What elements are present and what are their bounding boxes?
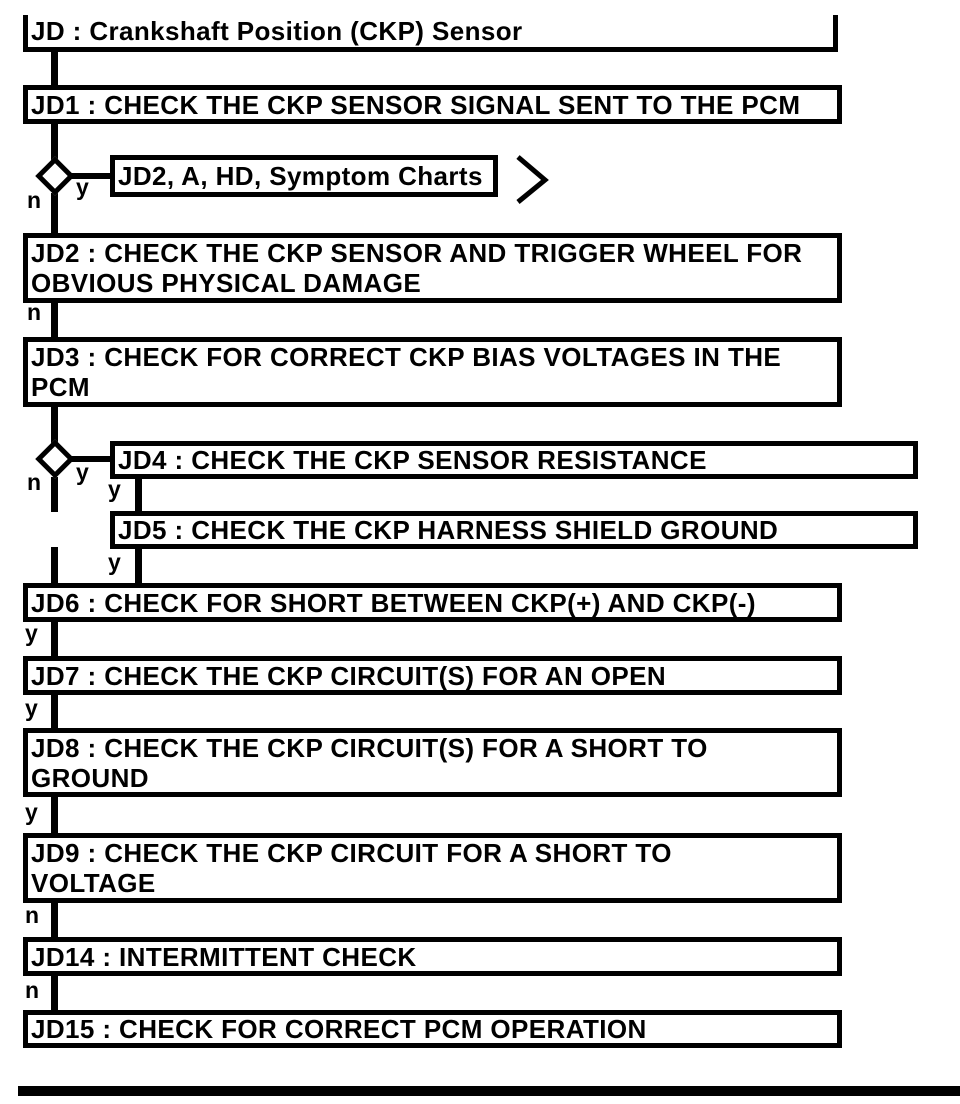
node-jd2: JD2 : CHECK THE CKP SENSOR AND TRIGGER W… <box>23 233 842 303</box>
branch-label-no: n <box>27 469 42 495</box>
node-jd9-label: JD9 : CHECK THE CKP CIRCUIT FOR A SHORT … <box>31 838 672 898</box>
node-jd6: JD6 : CHECK FOR SHORT BETWEEN CKP(+) AND… <box>23 583 842 622</box>
footer-divider-rule <box>18 1086 960 1096</box>
branch-line-diamond1-yes <box>70 173 110 179</box>
connector-diamond1-jd2 <box>51 193 58 235</box>
connector-jd3-diamond2 <box>51 405 58 445</box>
branch-label-no: n <box>25 902 40 928</box>
branch-line-diamond2-yes <box>70 456 110 462</box>
node-reference-charts-label: JD2, A, HD, Symptom Charts <box>118 161 483 191</box>
node-jd14-label: JD14 : INTERMITTENT CHECK <box>31 941 417 972</box>
connector-jd9-jd14 <box>51 901 58 939</box>
offpage-chevron-icon <box>516 155 549 204</box>
node-jd8-label: JD8 : CHECK THE CKP CIRCUIT(S) FOR A SHO… <box>31 732 708 793</box>
branch-label-no: n <box>25 977 40 1003</box>
branch-label-no: n <box>27 299 42 325</box>
node-jd15: JD15 : CHECK FOR CORRECT PCM OPERATION <box>23 1010 842 1048</box>
branch-label-no: n <box>27 187 42 213</box>
node-jd3-label: JD3 : CHECK FOR CORRECT CKP BIAS VOLTAGE… <box>31 342 782 402</box>
connector-jd6-jd7 <box>51 620 58 658</box>
branch-label-yes: y <box>108 476 121 502</box>
node-jd3: JD3 : CHECK FOR CORRECT CKP BIAS VOLTAGE… <box>23 337 842 407</box>
connector-jd8-jd9 <box>51 795 58 834</box>
branch-label-yes: y <box>108 549 121 575</box>
node-jd15-label: JD15 : CHECK FOR CORRECT PCM OPERATION <box>31 1014 647 1044</box>
node-jd7-label: JD7 : CHECK THE CKP CIRCUIT(S) FOR AN OP… <box>31 660 667 691</box>
connector-title-jd1 <box>51 50 58 88</box>
node-reference-charts: JD2, A, HD, Symptom Charts <box>110 155 498 197</box>
connector-jd1-diamond1 <box>51 121 58 161</box>
connector-jd2-jd3 <box>51 301 58 339</box>
node-jd8: JD8 : CHECK THE CKP CIRCUIT(S) FOR A SHO… <box>23 728 842 797</box>
decision-diamond-1 <box>35 156 75 196</box>
connector-diamond2-down-a <box>51 477 58 512</box>
node-jd2-label: JD2 : CHECK THE CKP SENSOR AND TRIGGER W… <box>31 238 803 298</box>
branch-label-yes: y <box>76 459 89 485</box>
node-jd5-label: JD5 : CHECK THE CKP HARNESS SHIELD GROUN… <box>118 515 779 545</box>
node-jd5: JD5 : CHECK THE CKP HARNESS SHIELD GROUN… <box>110 511 918 549</box>
connector-diamond2-down-b <box>51 547 58 585</box>
branch-label-yes: y <box>25 799 38 825</box>
branch-label-yes: y <box>76 174 89 200</box>
node-jd14: JD14 : INTERMITTENT CHECK <box>23 937 842 976</box>
node-jd9: JD9 : CHECK THE CKP CIRCUIT FOR A SHORT … <box>23 833 842 903</box>
decision-diamond-2 <box>35 439 75 479</box>
chart-title: JD : Crankshaft Position (CKP) Sensor <box>31 15 523 46</box>
node-jd6-label: JD6 : CHECK FOR SHORT BETWEEN CKP(+) AND… <box>31 587 756 618</box>
branch-label-yes: y <box>25 620 38 646</box>
node-jd1: JD1 : CHECK THE CKP SENSOR SIGNAL SENT T… <box>23 85 842 124</box>
node-jd4: JD4 : CHECK THE CKP SENSOR RESISTANCE <box>110 441 918 479</box>
node-jd7: JD7 : CHECK THE CKP CIRCUIT(S) FOR AN OP… <box>23 656 842 695</box>
connector-jd14-jd15 <box>51 974 58 1012</box>
node-jd4-label: JD4 : CHECK THE CKP SENSOR RESISTANCE <box>118 445 707 475</box>
node-jd1-label: JD1 : CHECK THE CKP SENSOR SIGNAL SENT T… <box>31 89 801 120</box>
connector-jd4-jd5 <box>135 476 142 514</box>
connector-jd7-jd8 <box>51 693 58 730</box>
branch-label-yes: y <box>25 695 38 721</box>
connector-jd5-jd6 <box>135 547 142 585</box>
chart-title-box: JD : Crankshaft Position (CKP) Sensor <box>23 15 838 52</box>
